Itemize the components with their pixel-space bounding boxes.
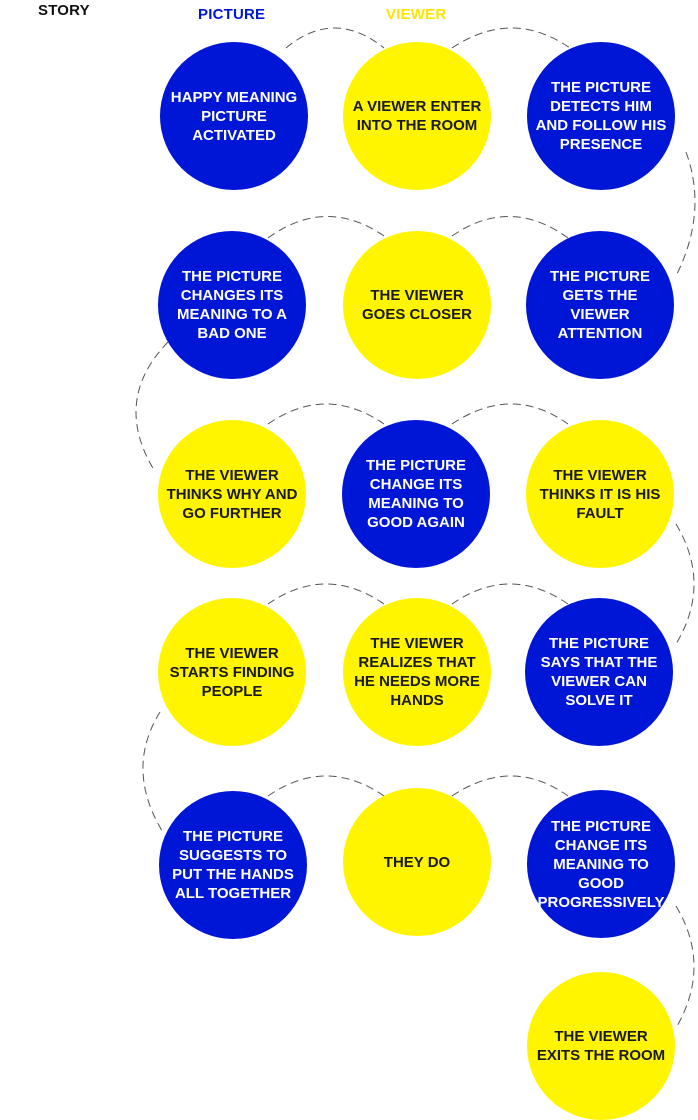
connector-3-4 bbox=[675, 151, 696, 277]
connector-15-16 bbox=[675, 905, 695, 1029]
story-node-2: A VIEWER ENTER INTO THE ROOM bbox=[343, 42, 491, 190]
story-node-4: THE PICTURE GETS THE VIEWER ATTENTION bbox=[526, 231, 674, 379]
story-header: STORY bbox=[38, 2, 90, 19]
picture-legend-label: PICTURE bbox=[198, 6, 266, 23]
connector-13-14 bbox=[267, 775, 385, 797]
connector-6-7 bbox=[135, 341, 169, 471]
connector-14-15 bbox=[451, 775, 569, 797]
story-node-3: THE PICTURE DETECTS HIM AND FOLLOW HIS P… bbox=[527, 42, 675, 190]
story-node-7: THE VIEWER THINKS WHY AND GO FURTHER bbox=[158, 420, 306, 568]
connector-10-11 bbox=[451, 583, 569, 605]
connector-4-5 bbox=[451, 216, 569, 239]
connector-2-3 bbox=[451, 27, 571, 49]
story-node-15: THE PICTURE CHANGE ITS MEANING TO GOOD P… bbox=[527, 790, 675, 938]
connector-12-13 bbox=[142, 711, 165, 835]
story-node-14: THEY DO bbox=[343, 788, 491, 936]
story-node-12: THE VIEWER STARTS FINDING PEOPLE bbox=[158, 598, 306, 746]
connector-9-10 bbox=[675, 523, 695, 645]
connector-11-12 bbox=[267, 583, 385, 605]
connector-1-2 bbox=[285, 27, 385, 49]
story-node-9: THE VIEWER THINKS IT IS HIS FAULT bbox=[526, 420, 674, 568]
story-node-1: HAPPY MEANING PICTURE ACTIVATED bbox=[160, 42, 308, 190]
viewer-legend-label: VIEWER bbox=[386, 6, 447, 23]
story-node-5: THE VIEWER GOES CLOSER bbox=[343, 231, 491, 379]
connector-8-9 bbox=[451, 403, 569, 425]
story-node-13: THE PICTURE SUGGESTS TO PUT THE HANDS AL… bbox=[159, 791, 307, 939]
story-node-11: THE VIEWER REALIZES THAT HE NEEDS MORE H… bbox=[343, 598, 491, 746]
connector-5-6 bbox=[267, 216, 385, 239]
story-node-16: THE VIEWER EXITS THE ROOM bbox=[527, 972, 675, 1120]
connector-7-8 bbox=[267, 403, 385, 425]
story-node-10: THE PICTURE SAYS THAT THE VIEWER CAN SOL… bbox=[525, 598, 673, 746]
story-node-8: THE PICTURE CHANGE ITS MEANING TO GOOD A… bbox=[342, 420, 490, 568]
story-node-6: THE PICTURE CHANGES ITS MEANING TO A BAD… bbox=[158, 231, 306, 379]
